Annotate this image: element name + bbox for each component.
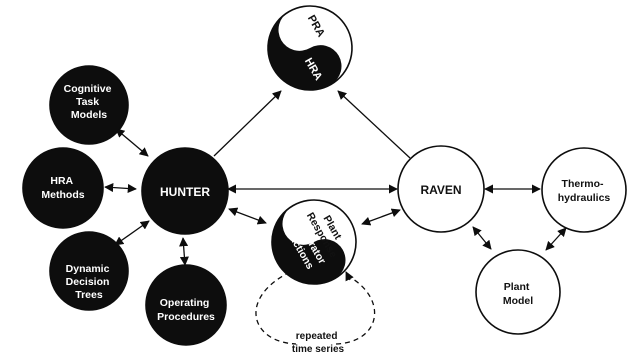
edge-thermo-plant-model (545, 227, 567, 251)
edge-hunter-pra-hra (213, 90, 282, 157)
plant-model-line-1: Plant (504, 281, 530, 293)
thermo-line-1: Thermo- (562, 178, 605, 190)
node-plant-model[interactable]: Plant Model (475, 249, 561, 335)
decision-trees-line-1: Dynamic (66, 263, 110, 275)
svg-text:Cognitive Task Mod: Cognitive Task Models (64, 83, 115, 121)
plant-model-line-2: Model (503, 295, 533, 307)
node-hra-methods[interactable]: HRA Methods (22, 147, 104, 229)
svg-text:RAVEN: RAVEN (420, 183, 461, 197)
node-hunter[interactable]: HUNTER (141, 147, 229, 235)
loop-label-line-2: time series (292, 344, 345, 355)
hra-methods-line-2: Methods (41, 189, 84, 201)
node-operating-procedures[interactable]: Operating Procedures (145, 264, 227, 346)
cognitive-line-1: Cognitive (64, 83, 112, 95)
svg-text:HUNTER: HUNTER (160, 185, 210, 199)
edge-hunter-operator-actions (228, 207, 267, 225)
edge-raven-pra-hra (337, 90, 411, 159)
hra-methods-line-1: HRA (50, 175, 73, 187)
edge-decision-trees-hunter (114, 220, 150, 246)
decision-trees-line-3: Trees (75, 289, 103, 301)
node-dynamic-decision-trees[interactable]: Dynamic Decision Trees (49, 231, 129, 311)
thermo-line-2: hydraulics (558, 192, 611, 204)
node-thermo-hydraulics[interactable]: Thermo- hydraulics (541, 147, 627, 233)
yin-yang-pra-hra[interactable]: PRA HRA (253, 0, 368, 105)
loop-arrow-head (345, 271, 354, 282)
node-raven[interactable]: RAVEN (397, 145, 485, 233)
loop-label: repeated time series (292, 331, 345, 355)
edge-procedures-hunter (179, 237, 189, 266)
svg-text:HRA Methods: HRA Methods (41, 175, 84, 201)
procedures-line-2: Procedures (157, 311, 215, 323)
procedures-line-1: Operating (160, 297, 210, 309)
edges (104, 90, 567, 266)
svg-text:Dynamic Decision T: Dynamic Decision Trees (66, 263, 113, 301)
edge-raven-plant-response (361, 208, 401, 226)
yin-yang-operator-plant[interactable]: Plant Response Operator Actions (257, 185, 372, 300)
svg-text:Plant Model: Plant Model (503, 281, 533, 307)
node-cognitive-task-models[interactable]: Cognitive Task Models (49, 65, 129, 145)
svg-text:Operating Procedures: Operating Procedures (157, 297, 215, 323)
svg-text:Thermo- hydraulics: Thermo- hydraulics (558, 178, 611, 204)
edge-hra-methods-hunter (104, 182, 137, 194)
cognitive-line-2: Task (76, 96, 99, 108)
edge-raven-plant-model (472, 226, 492, 250)
decision-trees-line-2: Decision (66, 276, 110, 288)
edge-cognitive-hunter (115, 128, 149, 157)
loop-label-line-1: repeated (296, 331, 338, 342)
hunter-label: HUNTER (160, 185, 210, 199)
raven-label: RAVEN (420, 183, 461, 197)
cognitive-line-3: Models (71, 109, 107, 121)
repeated-time-series-loop (255, 271, 376, 345)
